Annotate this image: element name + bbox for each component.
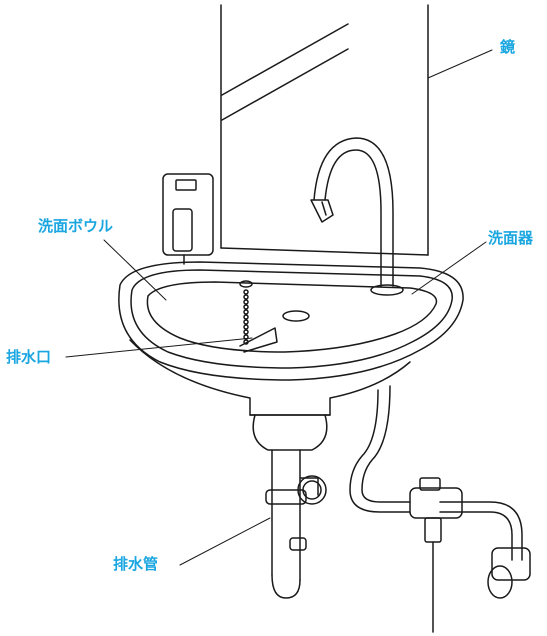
drain-pipe-illustration (252, 414, 328, 599)
label-drain-pipe: 排水管 (113, 555, 159, 573)
leader-line-mirror (427, 49, 493, 79)
label-mirror: 鏡 (500, 38, 516, 56)
drain-chain-illustration (239, 280, 253, 345)
label-sink: 洗面器 (488, 229, 534, 247)
leader-lines (65, 49, 493, 566)
supply-valve-illustration (349, 385, 531, 633)
faucet-illustration (310, 137, 404, 296)
label-drain: 排水口 (6, 348, 52, 366)
leader-line-drain (65, 337, 253, 358)
leader-line-sink (411, 241, 487, 295)
basin-illustration (118, 261, 464, 416)
leader-line-bowl (103, 239, 167, 301)
label-bowl: 洗面ボウル (38, 217, 114, 235)
leader-line-drain-pipe (179, 517, 271, 566)
soap-dispenser-illustration (162, 173, 214, 265)
mirror-illustration (220, 4, 429, 256)
